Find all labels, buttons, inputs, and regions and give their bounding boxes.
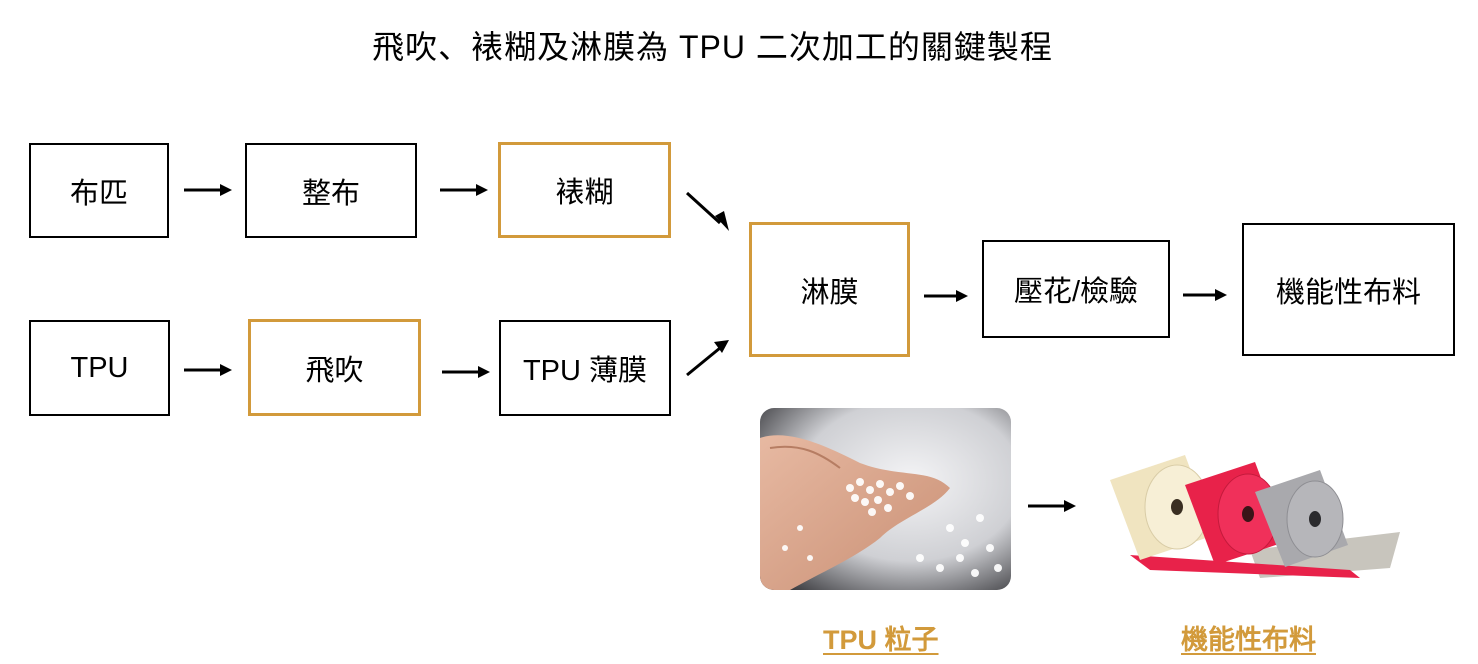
node-lamination: 裱糊 — [498, 142, 671, 238]
caption-functional-fabric: 機能性布料 — [1181, 625, 1316, 655]
node-fabric: 布匹 — [29, 143, 169, 238]
arrow-tpu-film-to-coating — [686, 340, 729, 377]
fabric-rolls-image — [1090, 440, 1410, 590]
node-tpu-film: TPU 薄膜 — [499, 320, 671, 416]
caption-tpu-pellets: TPU 粒子 — [823, 625, 939, 655]
diagram-title: 飛吹、裱糊及淋膜為 TPU 二次加工的關鍵製程 — [372, 29, 1053, 65]
node-embossing: 壓花/檢驗 — [982, 240, 1170, 338]
node-blown-film: 飛吹 — [248, 319, 421, 416]
arrow-pellets-to-fabric-rolls — [1028, 500, 1076, 512]
arrow-fabric-to-finishing — [184, 184, 232, 196]
arrow-coating-to-embossing — [924, 290, 968, 302]
arrow-tpu-to-blown-film — [184, 364, 232, 376]
node-finishing: 整布 — [245, 143, 417, 238]
arrow-embossing-to-functional-fabric — [1183, 289, 1227, 301]
node-tpu: TPU — [29, 320, 170, 416]
node-coating: 淋膜 — [749, 222, 910, 357]
tpu-pellets-image — [760, 408, 1011, 590]
arrow-finishing-to-lamination — [440, 184, 488, 196]
node-functional-fabric: 機能性布料 — [1242, 223, 1455, 356]
arrow-blown-film-to-tpu-film — [442, 366, 490, 378]
arrow-lamination-to-coating — [685, 191, 729, 231]
